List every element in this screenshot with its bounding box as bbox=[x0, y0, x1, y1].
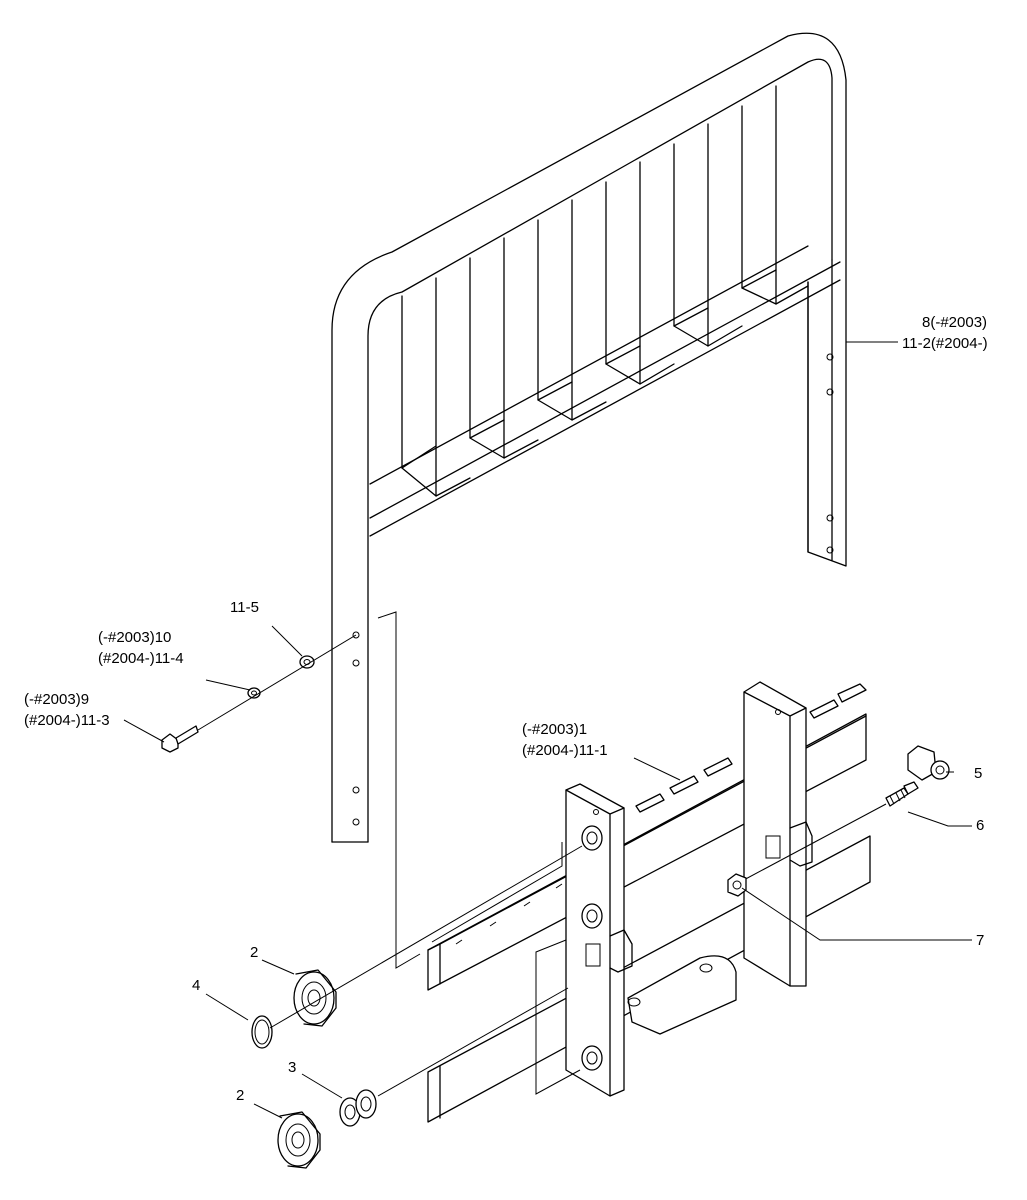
backrest-holes-left bbox=[352, 631, 360, 826]
label-guard-a: 8(-#2003) bbox=[922, 314, 987, 331]
carriage-side-plate-right bbox=[743, 681, 813, 987]
label-part-7: 7 bbox=[976, 932, 984, 949]
assembly-guide-line bbox=[377, 611, 421, 969]
backrest-holes-right bbox=[826, 353, 834, 554]
carriage-side-plate-center bbox=[565, 783, 633, 1097]
label-shim-3: 3 bbox=[288, 1059, 296, 1076]
label-carriage-a: (-#2003)1 bbox=[522, 721, 587, 738]
shim-3 bbox=[339, 1089, 377, 1127]
label-part-5: 5 bbox=[974, 765, 982, 782]
retaining-ring-4 bbox=[251, 1015, 273, 1049]
label-lockwasher-b: (#2004-)11-4 bbox=[98, 650, 184, 667]
bearing-upper-2 bbox=[293, 969, 337, 1027]
fork-carriage bbox=[427, 681, 871, 1123]
label-bolt-a: (-#2003)9 bbox=[24, 691, 89, 708]
label-bearing-upper: 2 bbox=[250, 944, 258, 961]
backrest-slats bbox=[401, 85, 809, 497]
part-5-stopper bbox=[907, 745, 950, 781]
label-part-6: 6 bbox=[976, 817, 984, 834]
bearing-lower-2 bbox=[277, 1111, 321, 1169]
label-lockwasher-a: (-#2003)10 bbox=[98, 629, 171, 646]
part-7-nut bbox=[727, 873, 747, 897]
bolt-11-3 bbox=[161, 725, 199, 753]
load-backrest bbox=[331, 32, 847, 843]
callout-labels: 8(-#2003) 11-2(#2004-) 11-5 (-#2003)10 (… bbox=[24, 314, 988, 1104]
label-washer-11-5: 11-5 bbox=[230, 599, 259, 616]
leader-lines bbox=[123, 341, 972, 1119]
label-guard-b: 11-2(#2004-) bbox=[902, 335, 988, 352]
label-ring-4: 4 bbox=[192, 977, 200, 994]
carriage-teeth bbox=[635, 683, 867, 813]
label-bolt-b: (#2004-)11-3 bbox=[24, 712, 110, 729]
label-bearing-lower: 2 bbox=[236, 1087, 244, 1104]
part-6-screw bbox=[885, 781, 919, 807]
bolt-axis-line bbox=[197, 634, 357, 731]
washer-11-5 bbox=[299, 655, 315, 669]
label-carriage-b: (#2004-)11-1 bbox=[522, 742, 608, 759]
